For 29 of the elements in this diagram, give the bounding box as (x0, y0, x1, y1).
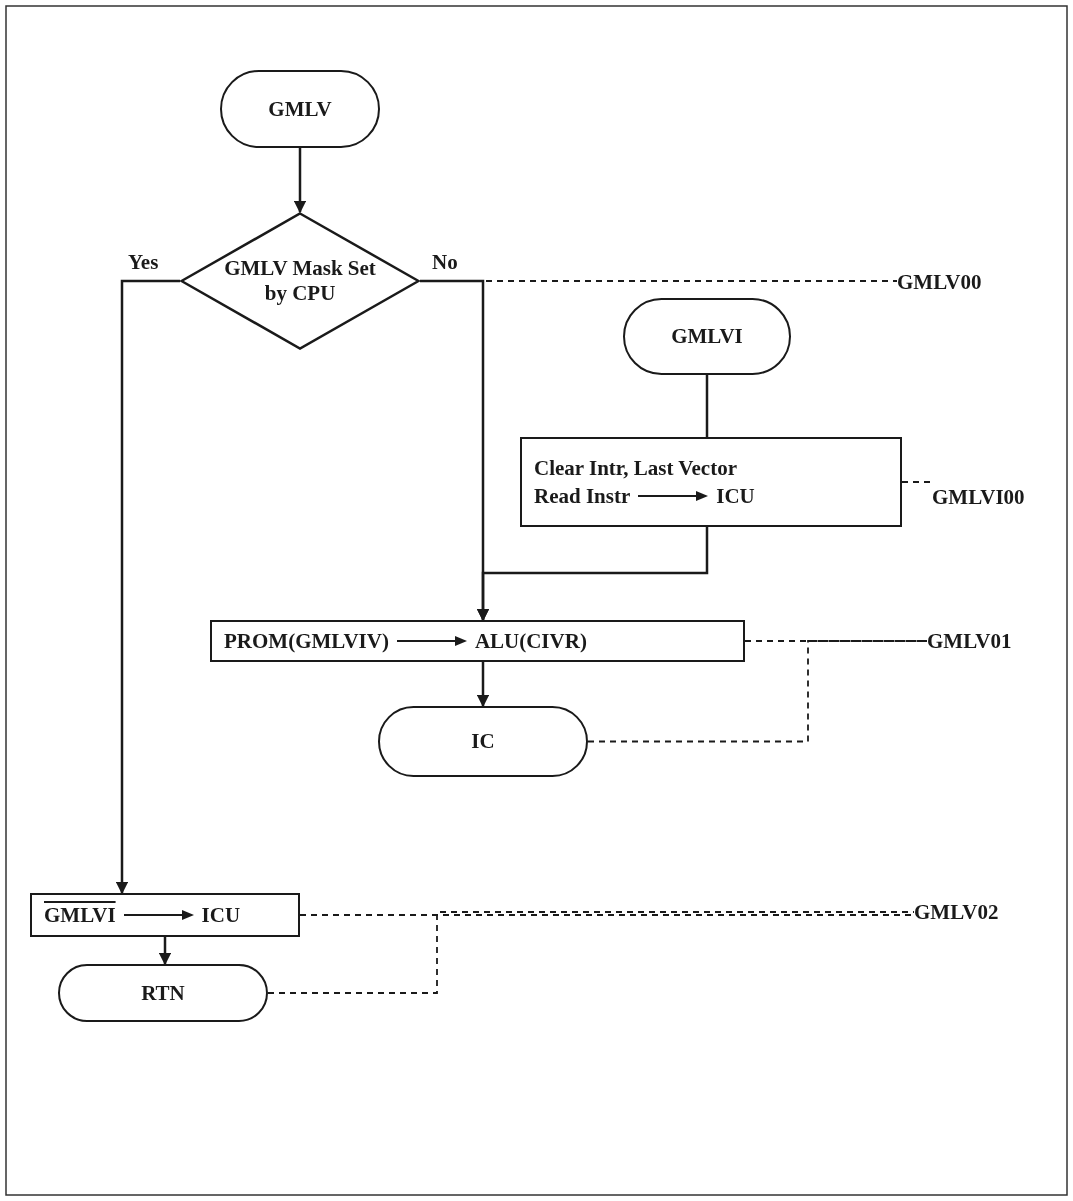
node-text: GMLVI (671, 323, 743, 351)
arrow (476, 527, 709, 622)
decision-text: GMLV Mask Set by CPU (223, 255, 377, 307)
node-text: Clear Intr, Last Vector (534, 454, 737, 482)
node-text: RTN (141, 979, 185, 1007)
leader-line (744, 640, 928, 642)
arrow (476, 662, 490, 708)
node-text: ALU(CIVR) (474, 627, 587, 655)
node-text: PROM(GMLVIV) (224, 627, 389, 655)
reference-label: GMLVI00 (932, 483, 1025, 511)
reference-label: GMLV00 (897, 268, 982, 296)
process-box (30, 893, 300, 937)
process-box (520, 437, 902, 527)
node-text: ICU (201, 901, 241, 929)
arrow (293, 148, 307, 214)
leader-line (267, 911, 915, 994)
arrow (158, 937, 172, 966)
arrow (115, 279, 180, 895)
decision-diamond (180, 212, 420, 350)
node-text: GMLVI (44, 901, 116, 929)
reference-label: GMLV02 (914, 898, 999, 926)
node-text: IC (471, 728, 495, 756)
connector-line (705, 375, 709, 437)
process-box (210, 620, 745, 662)
node-text: ICU (716, 483, 755, 510)
node-text: Read Instr (534, 483, 631, 510)
reference-label: GMLV01 (927, 627, 1012, 655)
node-text: GMLV (268, 95, 332, 123)
leader-line (901, 481, 933, 483)
